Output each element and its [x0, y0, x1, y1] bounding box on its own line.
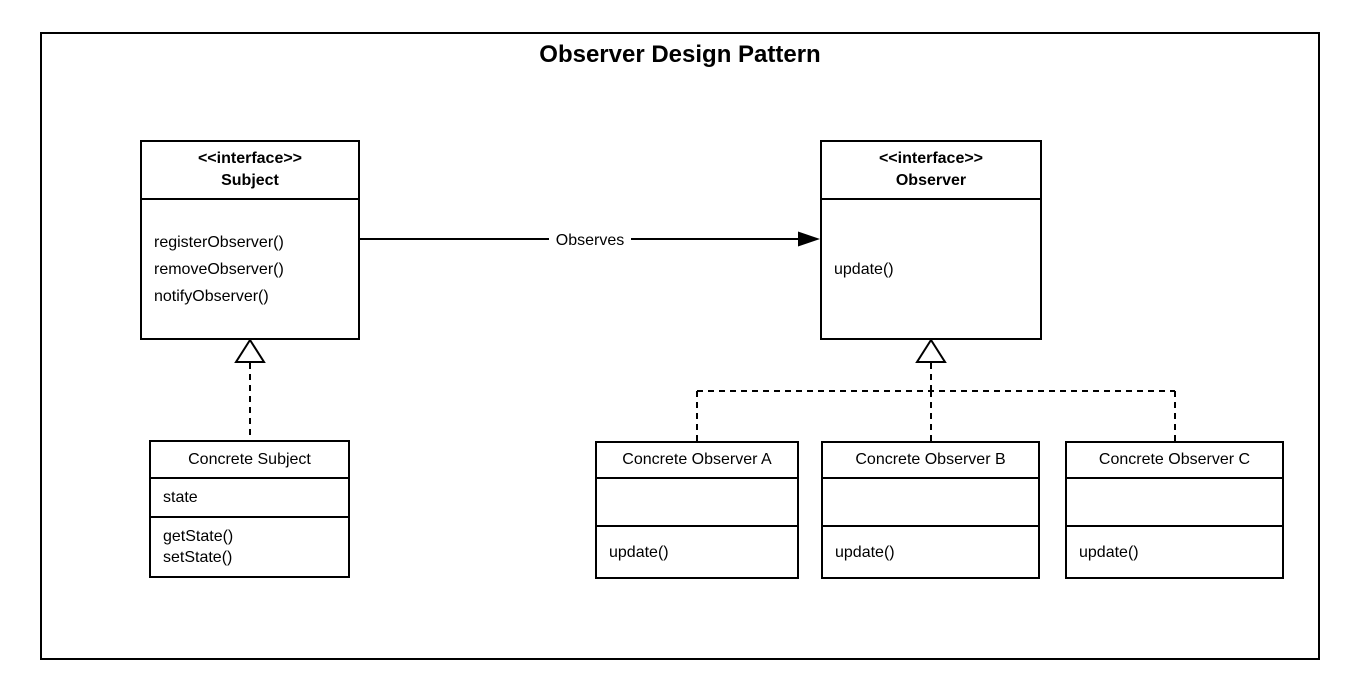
- concrete-subject-name: Concrete Subject: [188, 450, 311, 468]
- concrete-subject-method: setState(): [163, 549, 233, 566]
- diagram-title: Observer Design Pattern: [539, 41, 821, 68]
- concrete-observer-b-methods-section: update(): [823, 527, 1038, 577]
- concrete-observer-c-method: update(): [1079, 543, 1139, 561]
- subject-methods-section: registerObserver() removeObserver() noti…: [142, 200, 358, 338]
- concrete-subject-header: Concrete Subject: [151, 442, 348, 479]
- class-box-concrete-observer-c: Concrete Observer C update(): [1065, 441, 1284, 579]
- concrete-observer-b-method: update(): [835, 543, 895, 561]
- observer-interface-header: <<interface>> Observer: [822, 142, 1040, 200]
- concrete-observer-a-attributes-section: [597, 479, 797, 527]
- concrete-observer-b-name: Concrete Observer B: [855, 451, 1006, 468]
- concrete-observer-a-method: update(): [609, 543, 669, 561]
- observer-methods-section: update(): [822, 200, 1040, 338]
- concrete-observer-a-header: Concrete Observer A: [597, 443, 797, 479]
- class-box-subject-interface: <<interface>> Subject registerObserver()…: [140, 140, 360, 340]
- concrete-observer-c-methods-section: update(): [1067, 527, 1282, 577]
- concrete-observer-b-attributes-section: [823, 479, 1038, 527]
- observer-stereotype: <<interface>>: [878, 150, 984, 167]
- observer-name: Observer: [895, 172, 967, 189]
- concrete-observer-c-attributes-section: [1067, 479, 1282, 527]
- concrete-observer-a-name: Concrete Observer A: [622, 451, 772, 468]
- class-box-concrete-subject: Concrete Subject state getState() setSta…: [149, 440, 350, 578]
- concrete-observer-c-name: Concrete Observer C: [1098, 451, 1251, 468]
- concrete-subject-methods-section: getState() setState(): [151, 518, 348, 576]
- class-box-concrete-observer-b: Concrete Observer B update(): [821, 441, 1040, 579]
- class-box-observer-interface: <<interface>> Observer update(): [820, 140, 1042, 340]
- subject-method: removeObserver(): [154, 260, 284, 278]
- concrete-observer-b-header: Concrete Observer B: [823, 443, 1038, 479]
- subject-interface-header: <<interface>> Subject: [142, 142, 358, 200]
- diagram-border: [40, 32, 1320, 660]
- subject-name: Subject: [221, 172, 279, 189]
- concrete-observer-c-header: Concrete Observer C: [1067, 443, 1282, 479]
- concrete-subject-attribute: state: [163, 489, 198, 506]
- concrete-subject-method: getState(): [163, 528, 234, 545]
- subject-method: notifyObserver(): [154, 287, 269, 305]
- observer-method: update(): [834, 260, 894, 278]
- subject-method: registerObserver(): [154, 233, 284, 251]
- concrete-subject-attributes-section: state: [151, 479, 348, 518]
- concrete-observer-a-methods-section: update(): [597, 527, 797, 577]
- subject-stereotype: <<interface>>: [197, 150, 303, 167]
- class-box-concrete-observer-a: Concrete Observer A update(): [595, 441, 799, 579]
